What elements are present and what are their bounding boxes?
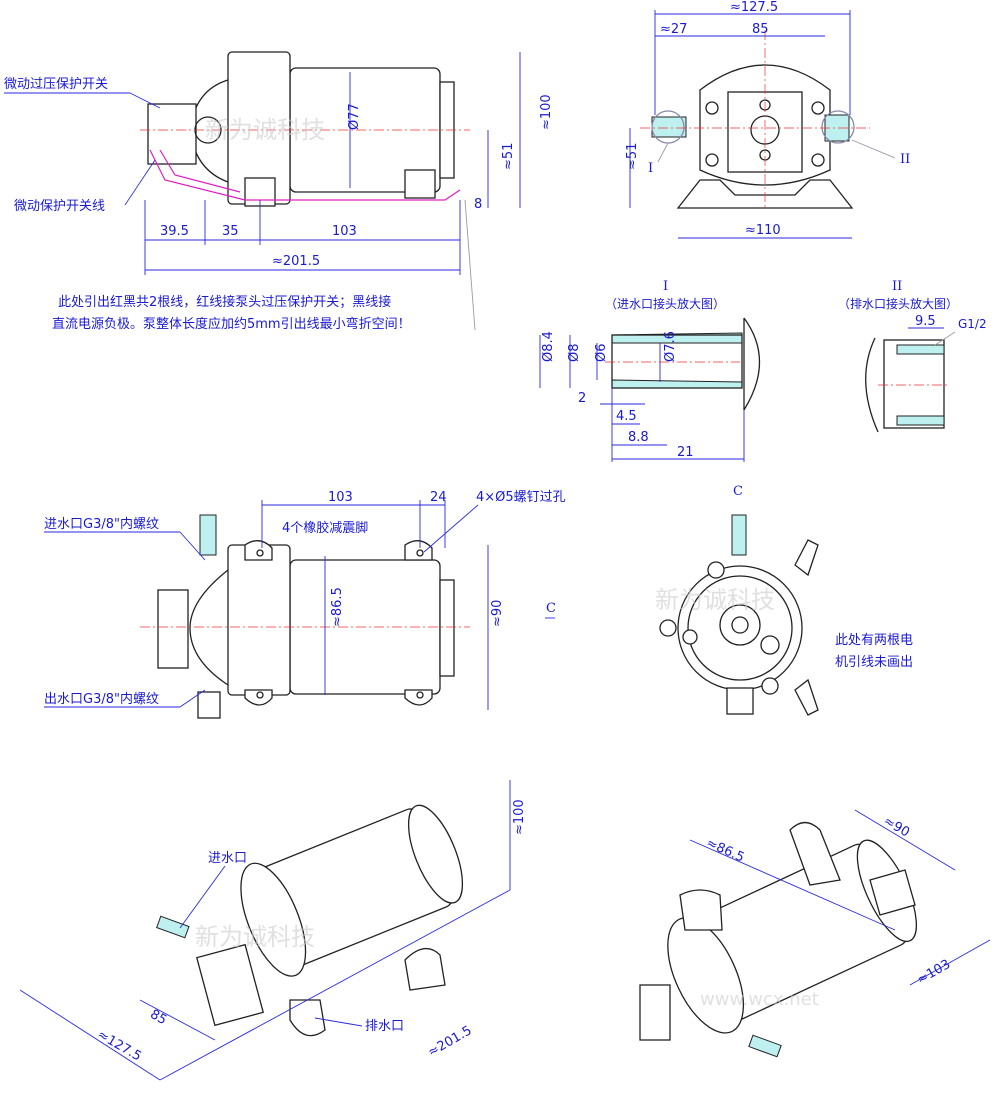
detail-inlet-roman: I <box>663 279 668 294</box>
watermark-url: www.wcx.net <box>700 989 819 1010</box>
dim-base: ≈110 <box>745 223 781 238</box>
watermark-brand: 新为诚科技 <box>195 923 315 951</box>
dim-d3: Ø6 <box>594 343 609 362</box>
switch-wire-magenta <box>149 149 461 201</box>
outlet-port <box>197 691 221 719</box>
dim-ports: 85 <box>752 22 769 37</box>
dim-l3: 8.8 <box>628 430 649 445</box>
section-marker: C <box>546 601 556 616</box>
watermark-brand: 新为诚科技 <box>205 116 325 144</box>
top-side-view: Ø77 ≈100 ≈51 8 39.5 35 103 ≈201.5 微动过压保护… <box>4 51 554 332</box>
note-line-1: 此处有两根电 <box>835 633 913 648</box>
dim-l4: 21 <box>677 445 694 460</box>
base-feet <box>676 179 854 209</box>
dim-l2: 4.5 <box>616 409 637 424</box>
detail-inlet-title: （进水口接头放大图） <box>605 296 725 311</box>
top-front-view: ≈127.5 ≈27 85 ≈51 ≈110 I II <box>625 0 910 239</box>
view-c-title: C <box>733 484 743 499</box>
holes-label: 4×Ø5螺钉过孔 <box>476 490 566 505</box>
feet-label: 4个橡胶减震脚 <box>282 520 368 536</box>
detail-outlet-title: （排水口接头放大图） <box>838 296 958 311</box>
inlet-label: 进水口G3/8"内螺纹 <box>44 516 159 532</box>
detail-outlet-roman: II <box>892 279 902 294</box>
dim-length: ≈103 <box>915 957 953 988</box>
dim-b: 35 <box>222 224 239 239</box>
mid-side-view: 103 24 4×Ø5螺钉过孔 4个橡胶减震脚 ≈86.5 ≈90 进水口G3/… <box>44 490 566 719</box>
label-switch: 微动过压保护开关 <box>4 77 108 92</box>
inlet-label: 进水口 <box>208 851 247 866</box>
dim-c: 103 <box>332 224 357 239</box>
detail-inlet: I （进水口接头放大图） Ø8.4 Ø8 Ø6 Ø7.6 2 4.5 8.8 2… <box>539 279 761 462</box>
dim-l1: 2 <box>578 391 586 406</box>
dim-ports: 85 <box>147 1007 169 1028</box>
detail-outlet: II （排水口接头放大图） 9.5 G1/2 <box>838 279 987 433</box>
dim-feet: ≈86.5 <box>704 836 747 866</box>
dim-length: ≈201.5 <box>425 1023 474 1060</box>
switch-block <box>147 103 197 165</box>
foot-rear <box>404 169 436 199</box>
inlet-fitting <box>651 116 687 138</box>
dim-width: ≈127.5 <box>95 1027 144 1064</box>
dim-d4: Ø7.6 <box>663 331 678 362</box>
dim-diameter: Ø77 <box>347 103 362 130</box>
dim-foot: 24 <box>430 490 447 505</box>
dim-d2: Ø8 <box>567 343 582 362</box>
dim-length: 103 <box>328 490 353 505</box>
label-switch-wire: 微动保护开关线 <box>14 199 105 214</box>
dim-offset: ≈27 <box>660 22 687 37</box>
dim-width: ≈90 <box>881 814 912 841</box>
dim-axis: ≈51 <box>501 143 516 170</box>
dim-height: ≈90 <box>490 600 505 627</box>
marker-outlet: II <box>900 152 910 167</box>
marker-inlet: I <box>648 161 653 176</box>
switch-wire-magenta-2 <box>159 149 241 193</box>
inlet-barb <box>199 514 217 556</box>
mid-back-view: C 此处有两根电 机引线未画出 <box>659 484 913 716</box>
dim-axis: ≈51 <box>625 143 640 170</box>
note-line-1: 此处引出红黑共2根线，红线接泵头过压保护开关；黑线接 <box>58 294 391 310</box>
hatch-bottom <box>611 379 743 389</box>
dim-d1: Ø8.4 <box>541 331 556 362</box>
dim-foot: 8 <box>474 197 482 212</box>
note-line-2: 直流电源负极。泵整体长度应加约5mm引出线最小弯折空间！ <box>52 316 411 332</box>
dim-width: ≈127.5 <box>730 0 778 15</box>
dim-outlet-l1: 9.5 <box>915 314 936 329</box>
dim-height: ≈100 <box>539 94 554 130</box>
dim-feet-span: ≈86.5 <box>330 587 345 627</box>
thread-label: G1/2 <box>958 317 987 331</box>
dim-total: ≈201.5 <box>272 254 320 269</box>
outlet-label: 排水口 <box>365 1019 404 1034</box>
note-line-2: 机引线未画出 <box>835 655 913 670</box>
dim-height: ≈100 <box>512 799 527 835</box>
outlet-label: 出水口G3/8"内螺纹 <box>44 691 159 707</box>
dim-a: 39.5 <box>160 224 189 239</box>
watermark-brand: 新为诚科技 <box>655 586 775 614</box>
iso-right: ≈86.5 ≈90 ≈103 <box>639 809 991 1058</box>
